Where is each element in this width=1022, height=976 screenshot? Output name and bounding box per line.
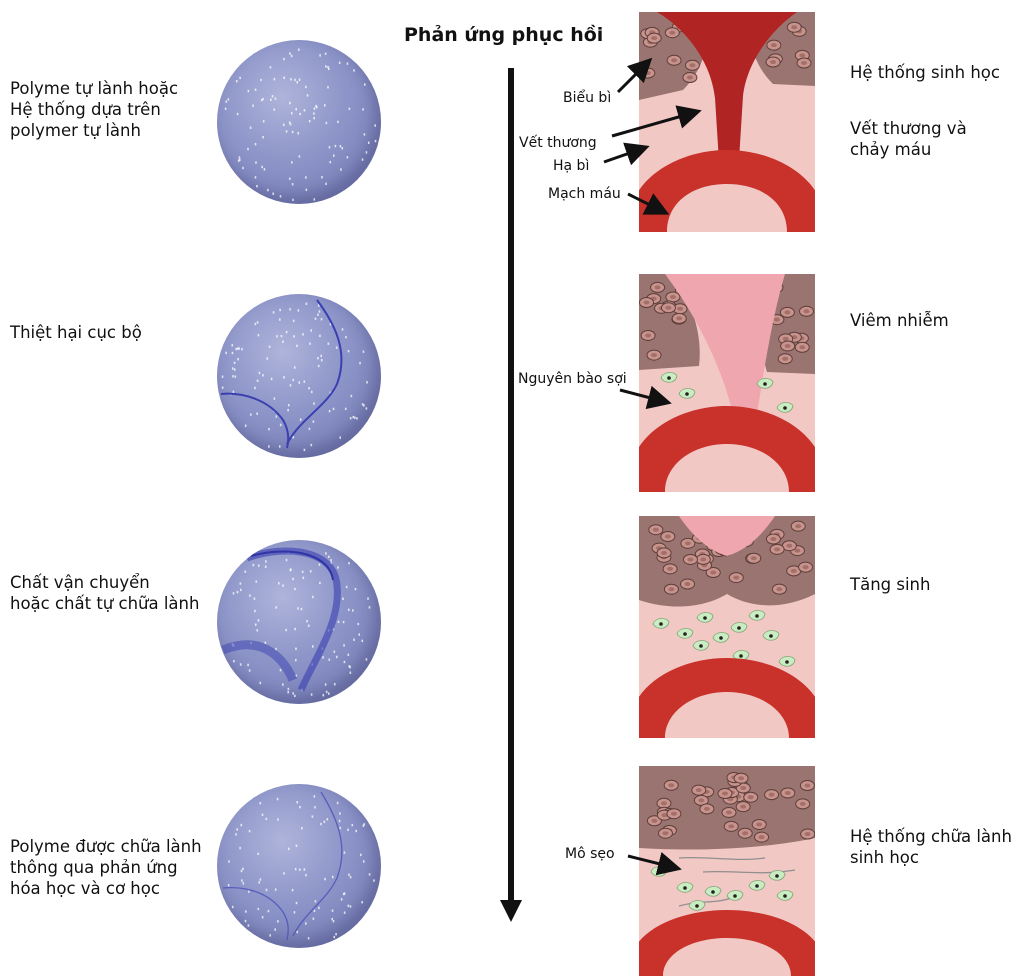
arrow-epidermis: [618, 62, 648, 92]
arrow-fibroblast: [620, 390, 666, 402]
arrow-dermis: [604, 148, 644, 162]
arrow-scar: [628, 856, 676, 868]
arrow-vessel: [628, 194, 664, 212]
arrow-wound: [612, 112, 696, 136]
